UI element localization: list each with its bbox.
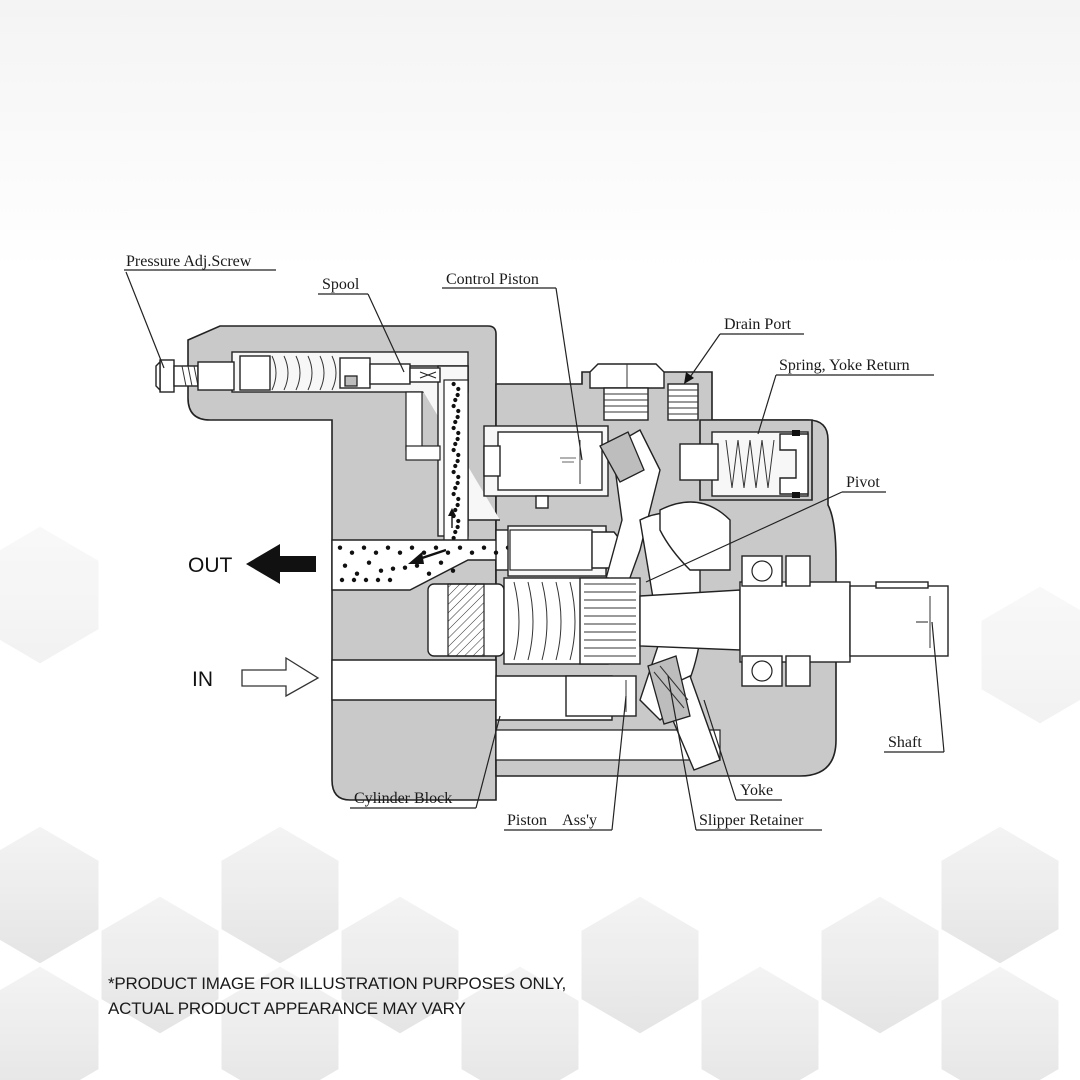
cylinder-block — [427, 577, 641, 665]
label-spool: Spool — [322, 276, 360, 293]
oil-dot — [453, 441, 458, 447]
spool-spring — [239, 355, 371, 391]
oil-dot — [457, 545, 463, 550]
callout-pressure-adj-screw: Pressure Adj.Screw — [124, 253, 276, 369]
oil-dot — [361, 545, 367, 550]
oil-dot — [426, 571, 432, 576]
oil-dot — [451, 447, 456, 453]
oil-dot — [456, 518, 461, 524]
callout-control-piston: Control Piston — [442, 271, 583, 461]
oil-dot — [409, 545, 415, 550]
oil-dot — [351, 577, 357, 583]
label-yoke: Yoke — [740, 782, 773, 799]
out-label: OUT — [188, 554, 233, 577]
callout-spring-yoke-return: Spring, Yoke Return — [757, 357, 934, 435]
callout-yoke: Yoke — [703, 699, 782, 801]
oil-dot — [375, 577, 381, 583]
oil-dot — [455, 392, 460, 398]
label-piston-assy: Piston Ass'y — [507, 812, 597, 829]
oil-dot — [456, 474, 461, 480]
oil-dot — [385, 545, 391, 550]
oil-dot — [455, 524, 460, 530]
oil-dot — [455, 436, 460, 442]
label-cylinder-block: Cylinder Block — [354, 790, 452, 807]
oil-dot — [456, 496, 461, 502]
pivot — [659, 501, 731, 571]
oil-dot — [451, 535, 456, 541]
spring-yoke-return — [679, 430, 809, 498]
disclaimer: *PRODUCT IMAGE FOR ILLUSTRATION PURPOSES… — [108, 971, 808, 1021]
oil-dot — [455, 502, 460, 508]
callout-pivot: Pivot — [645, 474, 886, 583]
callout-cylinder-block: Cylinder Block — [350, 715, 501, 809]
oil-dot — [363, 577, 369, 583]
spool — [369, 363, 441, 385]
bias-piston — [507, 525, 623, 577]
oil-dot — [433, 545, 439, 550]
oil-dot — [453, 419, 458, 425]
label-pressure-adj-screw: Pressure Adj.Screw — [126, 253, 252, 270]
oil-dot — [349, 550, 355, 555]
callout-spool: Spool — [318, 276, 405, 373]
oil-dot — [456, 408, 461, 414]
oil-dot — [373, 550, 379, 555]
oil-dot — [451, 469, 456, 475]
oil-dot — [378, 568, 384, 573]
label-spring-yoke-return: Spring, Yoke Return — [779, 357, 910, 374]
callout-shaft: Shaft — [884, 621, 945, 753]
oil-dot — [354, 571, 360, 576]
oil-dot — [453, 463, 458, 469]
callout-slipper-retainer: Slipper Retainer — [667, 675, 822, 831]
oil-dot — [451, 425, 456, 431]
label-slipper-retainer: Slipper Retainer — [699, 812, 804, 829]
out-arrow — [246, 544, 316, 584]
label-drain-port: Drain Port — [724, 316, 792, 333]
in-label: IN — [192, 668, 213, 691]
oil-dot — [453, 507, 458, 513]
oil-dot — [397, 550, 403, 555]
oil-dot — [402, 565, 408, 570]
shaft — [639, 555, 949, 687]
oil-dot — [339, 577, 345, 583]
drain-port — [589, 363, 699, 421]
disclaimer-line-2: ACTUAL PRODUCT APPEARANCE MAY VARY — [108, 999, 466, 1018]
callout-piston-assy: Piston Ass'y — [504, 695, 627, 831]
oil-dot — [455, 414, 460, 420]
oil-dot — [342, 563, 348, 568]
oil-dot — [493, 550, 499, 555]
oil-dot — [451, 491, 456, 497]
label-pivot: Pivot — [846, 474, 880, 491]
oil-dot — [450, 568, 456, 573]
oil-dot — [414, 563, 420, 568]
oil-dot — [455, 458, 460, 464]
piston-assembly — [565, 675, 637, 717]
oil-dot — [337, 545, 343, 550]
oil-dot — [453, 485, 458, 491]
oil-dot — [481, 545, 487, 550]
oil-dot — [387, 577, 393, 583]
disclaimer-line-1: *PRODUCT IMAGE FOR ILLUSTRATION PURPOSES… — [108, 974, 567, 993]
oil-dot — [469, 550, 475, 555]
label-control-piston: Control Piston — [446, 271, 539, 288]
oil-dot — [451, 381, 456, 387]
oil-dot — [456, 430, 461, 436]
oil-dot — [390, 566, 396, 571]
oil-dot — [421, 550, 427, 555]
oil-dot — [445, 550, 451, 555]
oil-dot — [453, 529, 458, 535]
label-shaft: Shaft — [888, 734, 922, 751]
callout-drain-port: Drain Port — [684, 316, 804, 384]
oil-dot — [455, 480, 460, 486]
in-arrow — [241, 656, 320, 698]
oil-dot — [451, 403, 456, 409]
oil-dot — [438, 560, 444, 565]
oil-dot — [456, 386, 461, 392]
oil-dot — [456, 452, 461, 458]
oil-dot — [453, 397, 458, 403]
control-piston — [483, 425, 609, 509]
oil-dot — [366, 560, 372, 565]
